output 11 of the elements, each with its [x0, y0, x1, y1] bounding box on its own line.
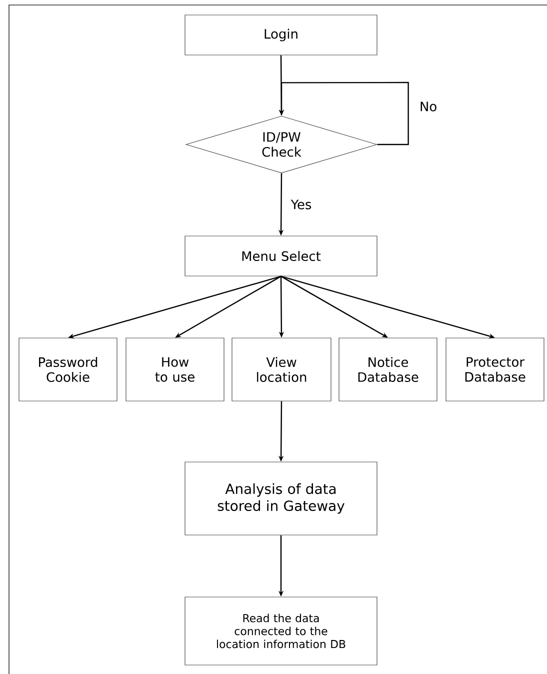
process-box: View location [232, 338, 332, 402]
process-box: Login [184, 14, 378, 56]
edge-label: No [418, 100, 438, 112]
edge-label: Yes [290, 198, 313, 210]
process-box: Password Cookie [18, 338, 118, 402]
process-box: Read the data connected to the location information DB [184, 596, 378, 666]
process-box: Protector Database [446, 338, 544, 402]
process-box: Notice Database [338, 338, 438, 402]
process-box: Menu Select [184, 236, 378, 276]
process-box: How to use [126, 338, 224, 402]
process-box: Analysis of data stored in Gateway [184, 462, 378, 536]
